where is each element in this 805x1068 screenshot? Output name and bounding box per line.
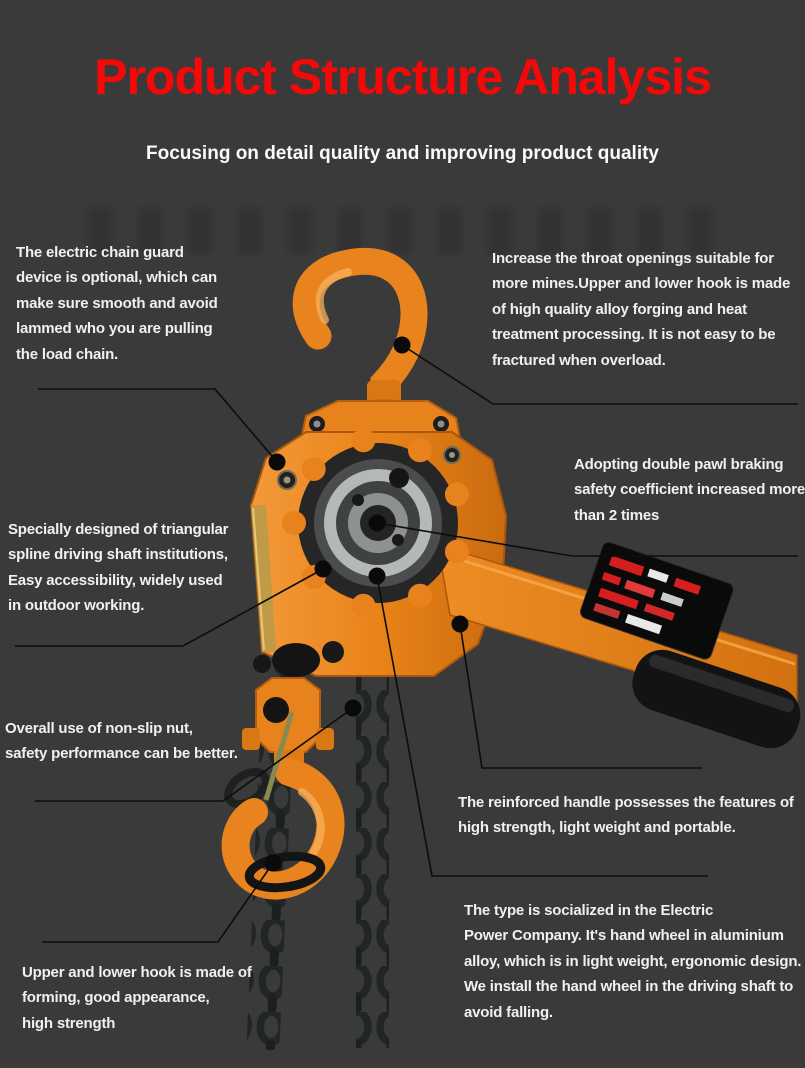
pawl-lever xyxy=(272,643,320,677)
anchor-dot-non-slip-nut xyxy=(344,699,362,717)
background-watermark xyxy=(88,208,728,254)
leader-line-spline-driving-shaft xyxy=(15,568,324,647)
leader-line-double-pawl-braking xyxy=(376,522,798,557)
leader-line-electric-chain-guard xyxy=(38,388,278,463)
handle-label xyxy=(580,541,734,660)
anchor-dot-double-pawl-braking xyxy=(368,514,386,532)
anchor-dot-hand-wheel xyxy=(368,567,386,585)
lever-handle xyxy=(437,541,801,749)
anchor-dot-upper-lower-hook xyxy=(264,854,282,872)
leader-line-non-slip-nut xyxy=(35,707,354,802)
anchor-dot-reinforced-handle xyxy=(451,615,469,633)
annotation-hand-wheel: The type is socialized in the Electric P… xyxy=(464,902,802,1021)
annotation-non-slip-nut: Overall use of non-slip nut, safety perf… xyxy=(5,720,238,763)
leader-line-reinforced-handle xyxy=(459,623,702,769)
anchor-dot-spline-driving-shaft xyxy=(314,560,332,578)
anchor-dots xyxy=(264,336,469,872)
safety-latch xyxy=(263,711,295,801)
annotation-reinforced-handle: The reinforced handle possesses the feat… xyxy=(458,794,794,837)
brass-side-plate xyxy=(251,505,276,652)
page-subtitle: Focusing on detail quality and improving… xyxy=(145,143,660,164)
leader-lines xyxy=(15,344,798,943)
leader-line-upper-lower-hook xyxy=(42,862,274,943)
annotation-double-pawl-braking: Adopting double pawl braking safety coef… xyxy=(574,456,805,524)
leader-line-throat-openings xyxy=(401,344,798,405)
page-title: Product Structure Analysis xyxy=(94,49,712,105)
chain-wrap-ring xyxy=(244,851,326,893)
anchor-dot-throat-openings xyxy=(393,336,411,354)
annotation-spline-driving-shaft: Specially designed of triangular spline … xyxy=(8,521,229,615)
anchor-dot-electric-chain-guard xyxy=(268,453,286,471)
annotation-electric-chain-guard: The electric chain guard device is optio… xyxy=(16,244,218,363)
annotation-throat-openings: Increase the throat openings suitable fo… xyxy=(492,250,791,369)
leader-line-hand-wheel xyxy=(376,575,708,877)
lower-hook-assembly xyxy=(221,677,345,900)
handle-grip xyxy=(632,649,801,749)
annotation-upper-lower-hook: Upper and lower hook is made of forming,… xyxy=(22,964,252,1032)
